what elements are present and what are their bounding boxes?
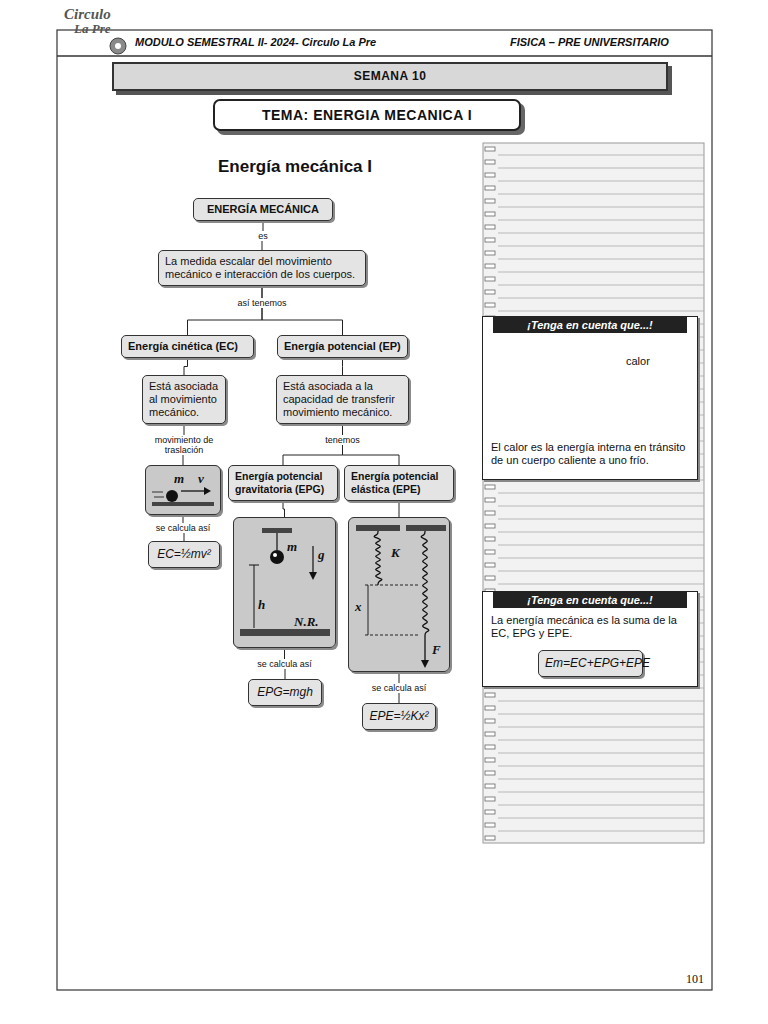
note-heading: ¡Tenga en cuenta que...!	[493, 592, 687, 608]
node-text: Energía potencial gravitatoria (EPG)	[235, 470, 331, 496]
header-rule	[57, 55, 712, 57]
root-box: ENERGÍA MECÁNICA	[193, 198, 333, 221]
spring-coil	[421, 531, 429, 636]
connector-line	[283, 424, 343, 465]
symbol-label: K	[391, 546, 400, 560]
node-text: Energía cinética (EC)	[128, 340, 247, 353]
illustration-box: m g hN.R.	[233, 517, 336, 648]
symbol-label: m	[174, 472, 184, 486]
formula-text: EPE=½Kx²	[369, 709, 429, 724]
concept-box: Energía potencial (EP)	[277, 335, 408, 358]
formula-box: Em=EC+EPG+EPE	[538, 650, 643, 677]
symbol-label: F	[432, 643, 441, 657]
symbol-label: h	[258, 598, 265, 612]
concept-box: Energía cinética (EC)	[121, 335, 254, 358]
connector-line	[188, 286, 263, 335]
formula-text: Em=EC+EPG+EPE	[545, 656, 636, 671]
symbol-label: v	[198, 472, 204, 486]
note-box: ¡Tenga en cuenta que...! calor El calor es…	[482, 316, 698, 480]
connector-line	[262, 286, 343, 335]
concept-box: Energía potencial gravitatoria (EPG)	[228, 465, 338, 501]
picture-label: calor	[626, 355, 650, 367]
connector-line	[283, 501, 285, 517]
connector-line	[399, 501, 400, 517]
node-text: Energía potencial (EP)	[284, 340, 401, 353]
illustration-box: mv	[145, 465, 221, 515]
symbol-label: m	[287, 540, 297, 554]
node-text: La medida escalar del movimiento mecánic…	[165, 255, 359, 281]
concept-box: Energía potencial elástica (EPE)	[344, 465, 454, 501]
notebook	[483, 143, 704, 843]
note-heading: ¡Tenga en cuenta que...!	[493, 317, 687, 333]
note-box: ¡Tenga en cuenta que...!La energía mecán…	[482, 591, 698, 687]
description-box: Está asociada al movimiento mecánico.	[142, 375, 226, 424]
connector-label: se calcula así	[255, 659, 314, 669]
connector-line	[342, 358, 343, 375]
connector-label: movimiento de traslación	[143, 435, 225, 455]
formula-text: EC=½mv²	[155, 547, 213, 562]
description-box: Está asociada a la capacidad de transfer…	[276, 375, 409, 424]
header-text: MODULO SEMESTRAL II- 2024- Circulo La Pr…	[135, 36, 376, 48]
connector-label: se calcula así	[370, 683, 429, 693]
connector-label: es	[256, 231, 270, 241]
node-text: Está asociada al movimiento mecánico.	[149, 380, 219, 419]
formula-box: EPE=½Kx²	[362, 703, 436, 730]
formula-text: EPG=mgh	[255, 685, 315, 700]
symbol-label: N.R.	[294, 615, 319, 629]
connector-line	[343, 424, 400, 465]
page-number: 101	[686, 972, 704, 987]
diagram-title: Energía mecánica I	[218, 157, 372, 177]
formula-box: EC=½mv²	[148, 541, 220, 568]
note-text: El calor es la energía interna en tránsi…	[483, 435, 697, 467]
page-border	[57, 30, 712, 990]
logo-gear	[110, 38, 126, 54]
symbol-label: x	[355, 600, 362, 614]
week-banner: SEMANA 10	[112, 62, 668, 91]
node-text: Energía potencial elástica (EPE)	[351, 470, 447, 496]
logo-text: La Pre	[74, 21, 110, 37]
node-text: TEMA: ENERGIA MECANICA I	[215, 101, 519, 129]
node-text: SEMANA 10	[114, 64, 666, 89]
formula-box: EPG=mgh	[248, 679, 322, 706]
illustration-box: KxF	[348, 517, 450, 672]
symbol-label: g	[318, 548, 325, 562]
connector-line	[184, 358, 188, 375]
note-text: La energía mecánica es la suma de la EC,…	[483, 608, 697, 640]
header-text: FISICA – PRE UNIVERSITARIO	[510, 36, 669, 48]
connector-label: así tenemos	[235, 298, 288, 308]
connector-label: tenemos	[323, 435, 362, 445]
logo-text: Circulo	[64, 6, 111, 23]
node-text: Está asociada a la capacidad de transfer…	[283, 380, 402, 419]
connector-label: se calcula así	[154, 523, 213, 533]
spring-coil	[374, 531, 382, 585]
node-text: ENERGÍA MECÁNICA	[200, 203, 326, 216]
topic-box: TEMA: ENERGIA MECANICA I	[213, 99, 521, 131]
definition-box: La medida escalar del movimiento mecánic…	[158, 250, 366, 286]
